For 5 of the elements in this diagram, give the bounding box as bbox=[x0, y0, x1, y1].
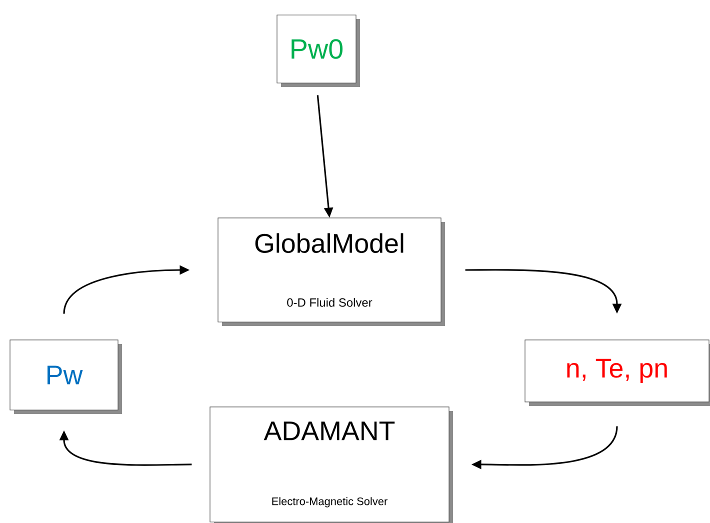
process-box: Pw0 bbox=[276, 14, 360, 87]
process-box: n, Te, pn bbox=[524, 340, 710, 406]
process-box: GlobalModel 0-D Fluid Solver bbox=[218, 218, 445, 326]
process-box: ADAMANT Electro-Magnetic Solver bbox=[210, 406, 453, 523]
process-box: Pw bbox=[10, 340, 122, 414]
